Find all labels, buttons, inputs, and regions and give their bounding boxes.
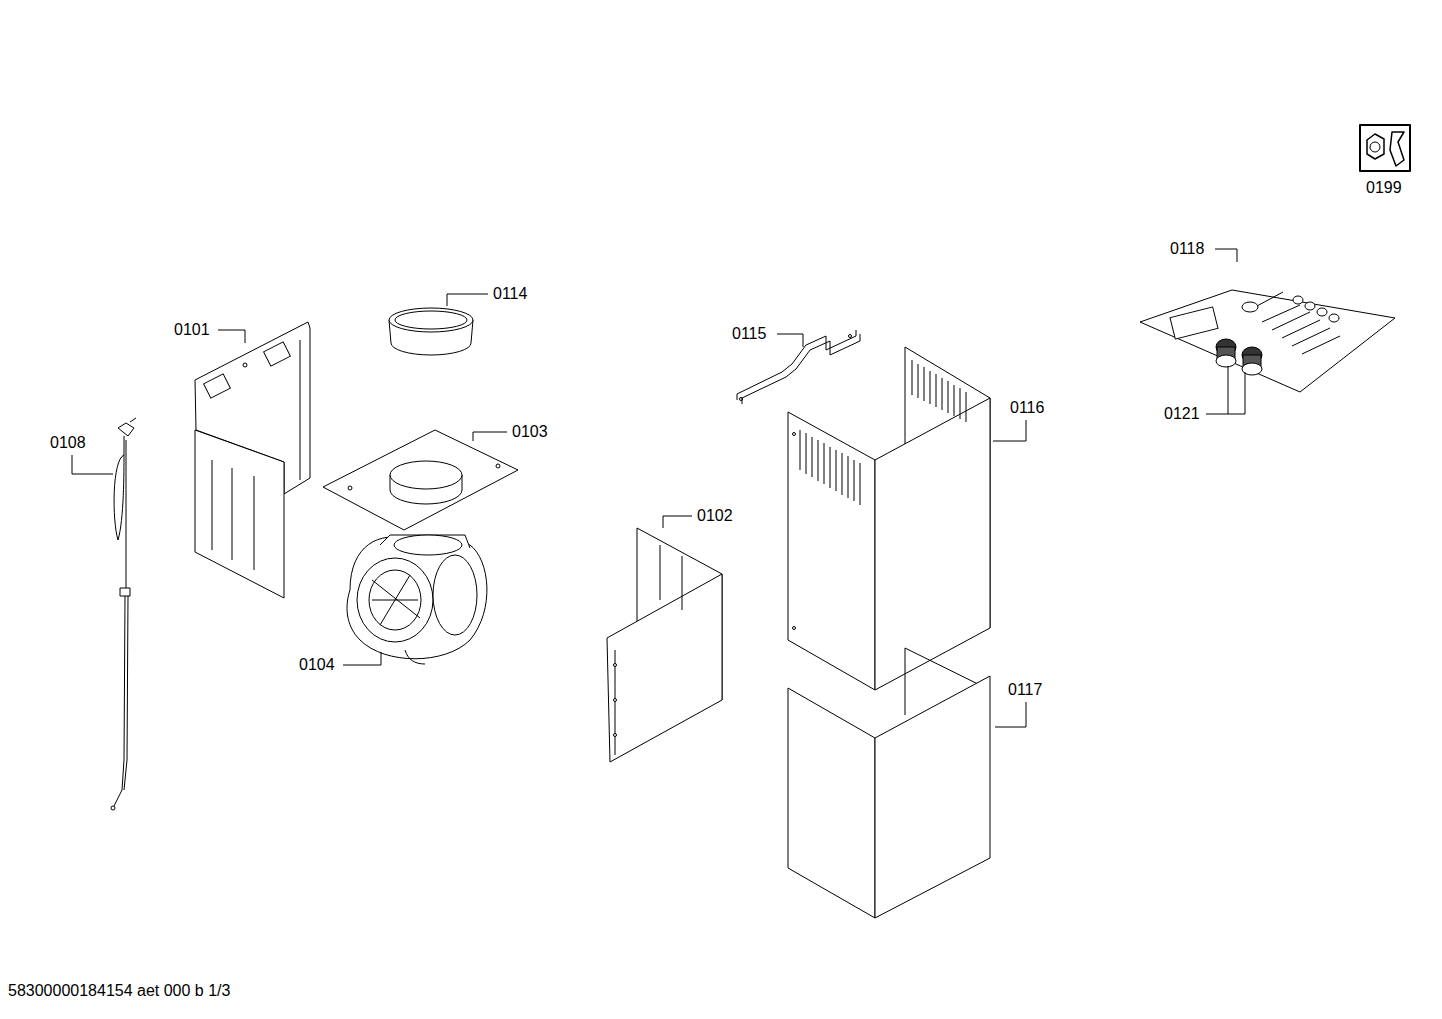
knob xyxy=(1216,339,1262,375)
callout-number: 0108 xyxy=(49,434,87,452)
tool-icon xyxy=(1360,125,1410,171)
document-code: 58300000184154 aet 000 b 1/3 xyxy=(7,982,231,1000)
accessory-bag xyxy=(1140,290,1395,392)
power-cord xyxy=(111,418,136,810)
fan-motor xyxy=(347,535,487,664)
lower-chimney xyxy=(788,648,990,918)
callout-number: 0117 xyxy=(1007,681,1043,699)
back-frame xyxy=(195,322,310,598)
leader-lines xyxy=(72,249,1245,727)
callout-number: 0102 xyxy=(696,507,734,525)
callout-number: 0114 xyxy=(492,285,528,303)
callout-number: 0199 xyxy=(1365,179,1403,197)
air-collar xyxy=(389,308,473,355)
callout-number: 0116 xyxy=(1009,399,1045,417)
callout-number: 0103 xyxy=(511,423,549,441)
callout-number: 0101 xyxy=(173,321,211,339)
callout-number: 0104 xyxy=(298,656,336,674)
callout-number: 0118 xyxy=(1169,240,1205,258)
mounting-plate xyxy=(323,430,518,530)
callout-number: 0121 xyxy=(1163,405,1201,423)
callout-number: 0115 xyxy=(731,325,767,343)
side-frame xyxy=(607,528,722,762)
upper-chimney xyxy=(788,347,990,690)
